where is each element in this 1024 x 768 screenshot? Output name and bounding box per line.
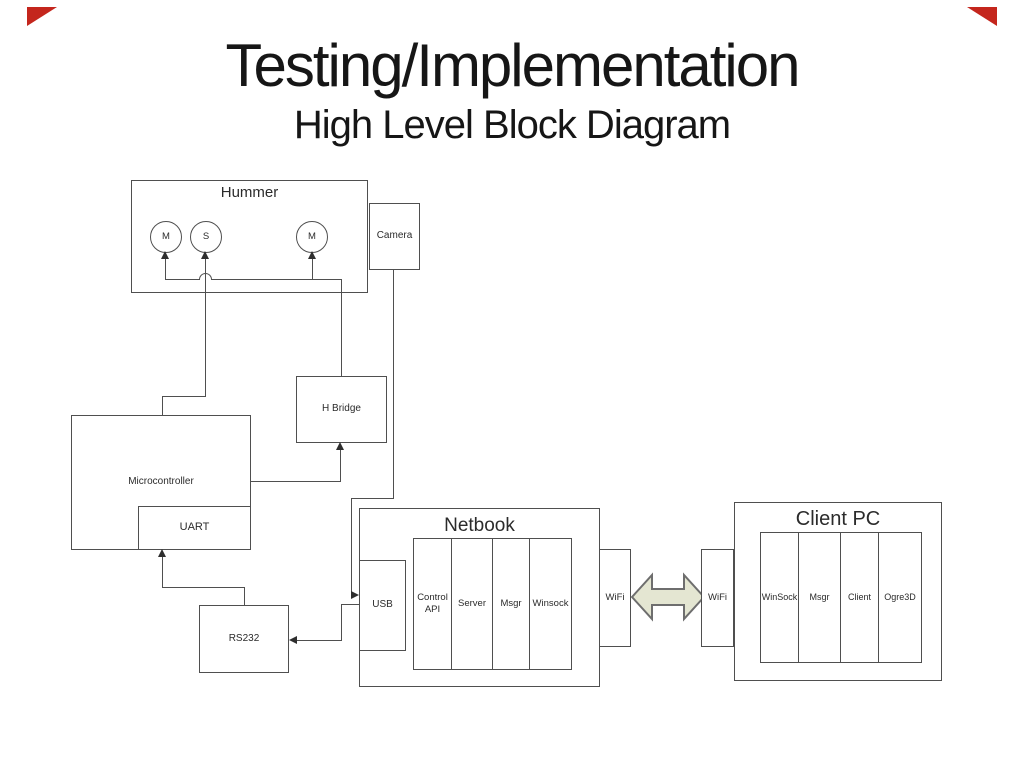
corner-accent-left-icon <box>27 7 57 26</box>
slide-title: Testing/Implementation <box>225 32 801 99</box>
camera-box: Camera <box>369 203 420 270</box>
netbook-module-label: Msgr <box>500 598 522 610</box>
motor-right-stem <box>312 259 313 280</box>
clientpc-module-client: Client <box>840 532 879 663</box>
clientpc-module-label: Ogre3D <box>884 591 916 602</box>
mcu-servo-line <box>162 396 163 416</box>
netbook-module-control-api: Control API <box>413 538 452 670</box>
rs232-uart-line <box>162 557 163 588</box>
bus-to-hbridge-line <box>341 280 342 376</box>
wifi-double-arrow-icon <box>630 572 706 622</box>
camera-label: Camera <box>376 230 413 242</box>
usb-label: USB <box>372 599 393 611</box>
clientpc-label: Client PC <box>795 508 881 530</box>
camera-line <box>393 270 394 499</box>
uart-label: UART <box>179 521 210 534</box>
rs232-uart-line <box>244 587 245 606</box>
uart-arrowhead-icon <box>158 549 166 557</box>
clientpc-module-label: WinSock <box>761 591 798 602</box>
motor-left-label: M <box>162 231 170 243</box>
motor-right-circle: M <box>296 221 328 253</box>
servo-circle: S <box>190 221 222 253</box>
usb-rs232-line <box>341 604 342 641</box>
mcu-hbridge-line <box>250 481 341 482</box>
usb-box: USB <box>359 560 406 651</box>
netbook-wifi-label: WiFi <box>605 592 625 604</box>
rs232-uart-line <box>162 587 245 588</box>
servo-label: S <box>202 231 210 243</box>
usb-rs232-line <box>296 640 342 641</box>
netbook-module-label: Control API <box>417 592 448 615</box>
camera-line <box>351 498 394 499</box>
clientpc-wifi-box: WiFi <box>701 549 734 647</box>
motor-left-arrowhead-icon <box>161 251 169 259</box>
netbook-module-winsock: Winsock <box>529 538 572 670</box>
uart-box: UART <box>138 506 251 550</box>
netbook-wifi-box: WiFi <box>599 549 631 647</box>
rs232-arrowhead-icon <box>289 636 297 644</box>
h-bridge-label: H Bridge <box>322 403 361 415</box>
rs232-box: RS232 <box>199 605 289 673</box>
netbook-module-label: Server <box>458 598 486 610</box>
corner-accent-right-icon <box>967 7 997 26</box>
clientpc-module-label: Msgr <box>809 591 830 602</box>
mcu-hbridge-line <box>340 450 341 482</box>
mcu-servo-line <box>162 396 206 397</box>
netbook-module-server: Server <box>451 538 493 670</box>
usb-rs232-line <box>341 604 360 605</box>
clientpc-module-winsock: WinSock <box>760 532 799 663</box>
hummer-label: Hummer <box>220 184 279 201</box>
usb-arrowhead-icon <box>351 591 359 599</box>
netbook-label: Netbook <box>444 515 515 536</box>
camera-line <box>351 498 352 596</box>
clientpc-module-ogre3d: Ogre3D <box>878 532 922 663</box>
servo-arrowhead-icon <box>201 251 209 259</box>
hbridge-arrowhead-icon <box>336 442 344 450</box>
motor-left-stem <box>165 259 166 280</box>
motor-left-circle: M <box>150 221 182 253</box>
motor-right-label: M <box>308 231 316 243</box>
netbook-module-msgr: Msgr <box>492 538 530 670</box>
clientpc-module-label: Client <box>847 591 871 602</box>
motor-right-arrowhead-icon <box>308 251 316 259</box>
netbook-module-label: Winsock <box>532 598 569 610</box>
motor-bus-line <box>165 279 201 280</box>
clientpc-wifi-label: WiFi <box>708 592 727 604</box>
rs232-label: RS232 <box>228 632 260 644</box>
servo-line <box>205 259 206 397</box>
motor-bus-line <box>212 279 342 280</box>
h-bridge-box: H Bridge <box>296 376 387 443</box>
wifi-double-arrow-shape <box>630 572 706 622</box>
slide-subtitle: High Level Block Diagram <box>293 103 731 147</box>
clientpc-module-msgr: Msgr <box>798 532 841 663</box>
microcontroller-label: Microcontroller <box>128 476 194 488</box>
